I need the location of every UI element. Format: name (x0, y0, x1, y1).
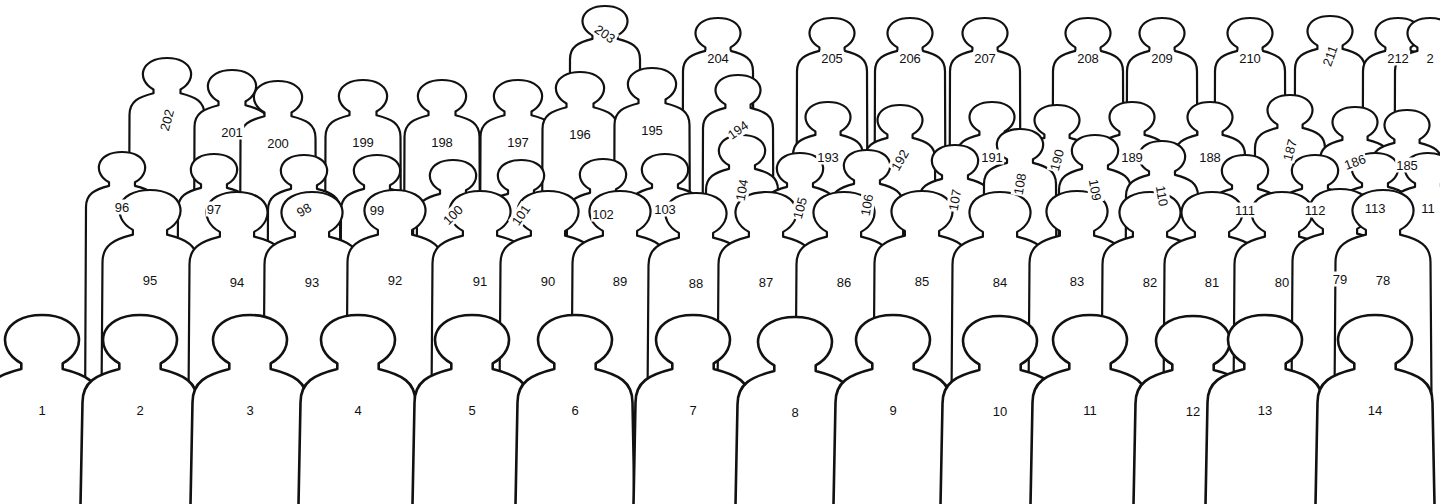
callout-number: 196 (568, 127, 592, 142)
callout-number: 82 (1142, 275, 1158, 290)
person-silhouette (833, 315, 953, 504)
callout-number: 204 (706, 51, 730, 66)
callout-number: 88 (688, 276, 704, 291)
callout-number: 13 (1257, 403, 1273, 418)
callout-number: 4 (353, 403, 362, 418)
person-silhouette (190, 315, 310, 504)
callout-number: 106 (858, 192, 877, 218)
callout-number: 210 (1238, 51, 1262, 66)
callout-number: 201 (220, 125, 244, 140)
person-silhouette (1030, 315, 1150, 504)
person-silhouette (515, 315, 635, 504)
callout-number: 97 (206, 202, 222, 217)
callout-number: 78 (1375, 273, 1391, 288)
callout-number: 12 (1185, 404, 1201, 419)
callout-number: 5 (467, 403, 476, 418)
callout-number: 81 (1204, 275, 1220, 290)
person-silhouette (298, 315, 418, 504)
callout-number: 9 (888, 403, 897, 418)
callout-number: 99 (369, 203, 385, 218)
callout-number: 7 (688, 403, 697, 418)
callout-number: 84 (992, 275, 1008, 290)
person-silhouette (80, 315, 200, 504)
callout-number: 107 (946, 187, 965, 213)
callout-number: 207 (973, 51, 997, 66)
person-silhouette (1315, 315, 1435, 504)
callout-number: 86 (836, 275, 852, 290)
callout-number: 80 (1274, 275, 1290, 290)
callout-number: 14 (1367, 403, 1383, 418)
callout-number: 206 (898, 51, 922, 66)
callout-number: 200 (266, 136, 290, 151)
callout-number: 85 (914, 274, 930, 289)
callout-number: 91 (472, 274, 488, 289)
callout-number: 11 (1082, 403, 1098, 418)
callout-number: 203 (591, 21, 619, 47)
callout-number: 96 (114, 200, 130, 215)
callout-number: 105 (790, 195, 811, 222)
callout-number: 101 (508, 201, 534, 229)
callout-number: 1 (37, 403, 46, 418)
callout-number: 189 (1120, 150, 1144, 165)
callout-number: 111 (1234, 203, 1256, 218)
callout-number: 208 (1076, 51, 1100, 66)
callout-number: 79 (1332, 272, 1348, 287)
callout-number: 113 (1364, 201, 1387, 216)
person-silhouette (412, 315, 532, 504)
callout-number: 102 (591, 207, 615, 222)
callout-number: 197 (506, 135, 530, 150)
callout-number: 10 (992, 404, 1008, 419)
callout-number: 108 (1011, 171, 1030, 197)
callout-number: 2 (1425, 51, 1434, 66)
callout-number: 3 (245, 403, 254, 418)
callout-number: 100 (439, 201, 466, 228)
callout-number: 95 (142, 273, 158, 288)
callout-number: 104 (733, 177, 752, 203)
callout-number: 110 (1153, 184, 1172, 209)
callout-number: 192 (888, 146, 913, 174)
callout-number: 188 (1198, 150, 1222, 165)
callout-number: 209 (1150, 51, 1174, 66)
callout-number: 185 (1395, 158, 1419, 173)
callout-number: 198 (430, 135, 454, 150)
callout-number: 186 (1341, 151, 1368, 173)
callout-number: 109 (1086, 177, 1105, 203)
callout-number: 212 (1386, 51, 1410, 66)
callout-number: 193 (816, 150, 840, 165)
callout-number: 8 (790, 405, 799, 420)
callout-number: 94 (229, 275, 245, 290)
callout-number: 211 (1319, 43, 1341, 69)
callout-number: 83 (1069, 274, 1085, 289)
callout-number: 92 (387, 273, 403, 288)
callout-number: 191 (980, 150, 1004, 165)
callout-number: 195 (640, 123, 664, 138)
callout-number: 89 (612, 274, 628, 289)
callout-number: 194 (724, 117, 752, 143)
callout-number: 103 (653, 202, 677, 217)
callout-number: 6 (570, 403, 579, 418)
callout-number: 190 (1047, 147, 1068, 174)
callout-number: 90 (540, 274, 556, 289)
callout-number: 98 (293, 199, 315, 220)
callout-number: 11 (1420, 201, 1436, 216)
callout-number: 93 (304, 275, 320, 290)
callout-number: 112 (1304, 203, 1327, 218)
person-silhouette (1205, 315, 1325, 504)
callout-number: 202 (157, 107, 178, 134)
callout-number: 187 (1280, 137, 1301, 164)
callout-number: 87 (758, 275, 774, 290)
callout-number: 205 (820, 51, 844, 66)
callout-number: 199 (351, 135, 375, 150)
callout-number: 2 (135, 403, 144, 418)
